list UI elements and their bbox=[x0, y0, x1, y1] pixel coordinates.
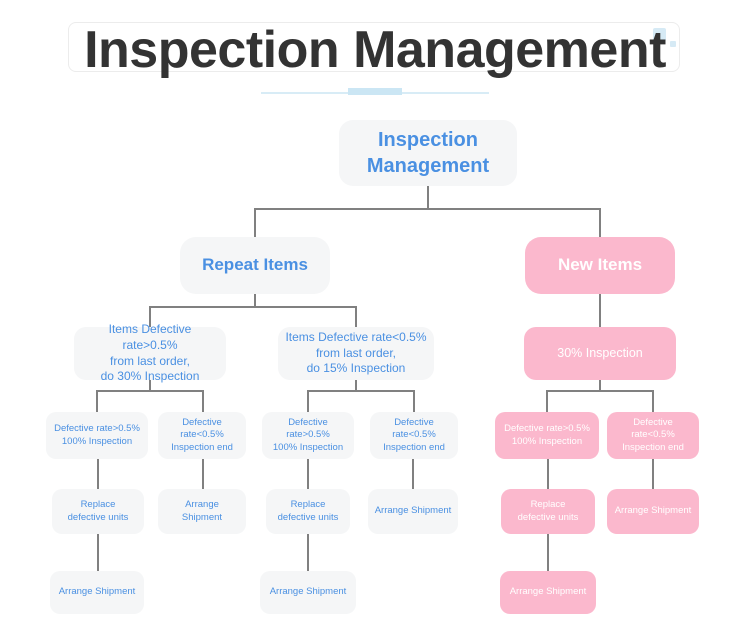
node-label: Defective rate<0.5% Inspection end bbox=[622, 416, 684, 453]
node-new-arrange-shipment[interactable]: Arrange Shipment bbox=[607, 489, 699, 534]
node-repeat-high-final-shipment[interactable]: Arrange Shipment bbox=[50, 571, 144, 614]
node-label: Replace defective units bbox=[277, 498, 339, 523]
connector-to-rh-lt bbox=[202, 390, 204, 413]
node-new-final-shipment[interactable]: Arrange Shipment bbox=[500, 571, 596, 614]
connector-to-repeat-high bbox=[149, 306, 151, 328]
node-repeat-low-lt-threshold[interactable]: Defective rate<0.5% Inspection end bbox=[370, 412, 458, 459]
node-label: Defective rate>0.5% 100% Inspection bbox=[504, 422, 590, 447]
node-repeat-low-replace-units[interactable]: Replace defective units bbox=[266, 489, 350, 534]
connector-repeat-low-down bbox=[355, 380, 357, 391]
node-label: Arrange Shipment bbox=[58, 586, 136, 598]
node-label: Defective rate>0.5% 100% Inspection bbox=[54, 422, 140, 447]
node-repeat-high-replace-units[interactable]: Replace defective units bbox=[52, 489, 144, 534]
connector-new-lt-to-arrange bbox=[652, 459, 654, 489]
node-label: Inspection Management bbox=[366, 128, 490, 177]
node-repeat-low-final-shipment[interactable]: Arrange Shipment bbox=[260, 571, 356, 614]
connector-rl-gt-to-replace bbox=[307, 459, 309, 489]
node-repeat-high-defect-rule[interactable]: Items Defective rate>0.5% from last orde… bbox=[74, 322, 226, 383]
node-label: Items Defective rate<0.5% from last orde… bbox=[285, 329, 427, 376]
connector-repeat-low-bar bbox=[307, 390, 414, 392]
node-repeat-high-arrange-shipment[interactable]: Arrange Shipment bbox=[158, 489, 246, 534]
node-label: Defective rate<0.5% Inspection end bbox=[171, 416, 233, 453]
node-new-gt-threshold[interactable]: Defective rate>0.5% 100% Inspection bbox=[495, 412, 599, 459]
connector-repeat-high-bar bbox=[96, 390, 203, 392]
connector-rh-gt-to-replace bbox=[97, 459, 99, 489]
title-underline-accent bbox=[348, 88, 402, 95]
node-repeat-items[interactable]: Repeat Items bbox=[180, 237, 330, 294]
connector-to-new-gt bbox=[546, 390, 548, 412]
node-label: Replace defective units bbox=[67, 498, 129, 523]
connector-repeat-high-down bbox=[149, 380, 151, 391]
node-new-items-inspection[interactable]: 30% Inspection bbox=[524, 327, 676, 380]
connector-to-rh-gt bbox=[96, 390, 98, 413]
node-label: Defective rate<0.5% Inspection end bbox=[383, 416, 445, 453]
connector-new-replace-to-ship bbox=[547, 534, 549, 571]
node-new-items[interactable]: New Items bbox=[525, 237, 675, 294]
connector-rl-lt-to-arrange bbox=[412, 459, 414, 489]
connector-new-inspection-down bbox=[599, 380, 601, 391]
node-label: Items Defective rate>0.5% from last orde… bbox=[100, 321, 200, 384]
node-repeat-low-gt-threshold[interactable]: Defective rate>0.5% 100% Inspection bbox=[262, 412, 354, 459]
decorative-square-large-icon bbox=[653, 28, 666, 41]
node-label: Repeat Items bbox=[202, 255, 308, 275]
connector-rh-replace-to-ship bbox=[97, 534, 99, 571]
node-label: Arrange Shipment bbox=[181, 498, 223, 523]
node-repeat-low-defect-rule[interactable]: Items Defective rate<0.5% from last orde… bbox=[278, 327, 434, 380]
connector-to-rl-lt bbox=[413, 390, 415, 413]
connector-root-down bbox=[427, 186, 429, 209]
connector-repeat-level3-bar bbox=[149, 306, 356, 308]
node-label: Replace defective units bbox=[517, 498, 579, 523]
connector-new-gt-to-replace bbox=[547, 459, 549, 489]
node-new-replace-units[interactable]: Replace defective units bbox=[501, 489, 595, 534]
node-label: Arrange Shipment bbox=[614, 505, 692, 517]
title-frame bbox=[68, 22, 680, 72]
connector-to-repeat-items bbox=[254, 208, 256, 238]
node-repeat-low-arrange-shipment[interactable]: Arrange Shipment bbox=[368, 489, 458, 534]
page-title: Inspection Management bbox=[84, 21, 666, 79]
connector-rl-replace-to-ship bbox=[307, 534, 309, 571]
node-label: Arrange Shipment bbox=[269, 586, 347, 598]
connector-rh-lt-to-arrange bbox=[202, 459, 204, 489]
decorative-square-small-icon bbox=[670, 41, 676, 47]
connector-level2-bar bbox=[254, 208, 601, 210]
node-repeat-high-lt-threshold[interactable]: Defective rate<0.5% Inspection end bbox=[158, 412, 246, 459]
connector-to-new-items bbox=[599, 208, 601, 238]
node-new-lt-threshold[interactable]: Defective rate<0.5% Inspection end bbox=[607, 412, 699, 459]
node-label: 30% Inspection bbox=[557, 346, 643, 361]
node-label: Arrange Shipment bbox=[509, 586, 587, 598]
connector-repeat-items-down bbox=[254, 294, 256, 307]
connector-new-level4-bar bbox=[546, 390, 653, 392]
connector-to-new-lt bbox=[652, 390, 654, 412]
connector-to-rl-gt bbox=[307, 390, 309, 413]
connector-to-repeat-low bbox=[355, 306, 357, 328]
node-label: Defective rate>0.5% 100% Inspection bbox=[272, 416, 344, 453]
node-inspection-management[interactable]: Inspection Management bbox=[339, 120, 517, 186]
connector-new-items-down bbox=[599, 294, 601, 328]
node-label: New Items bbox=[557, 255, 643, 275]
node-label: Arrange Shipment bbox=[374, 505, 452, 517]
node-repeat-high-gt-threshold[interactable]: Defective rate>0.5% 100% Inspection bbox=[46, 412, 148, 459]
